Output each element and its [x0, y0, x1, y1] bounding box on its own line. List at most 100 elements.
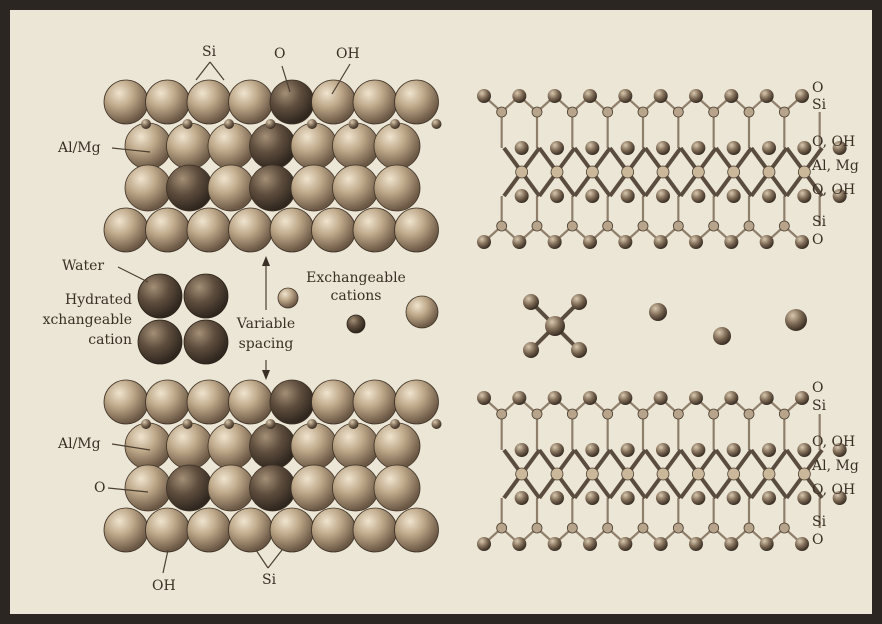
top-o-bot-6 [689, 235, 703, 249]
top-si-up-8 [779, 107, 789, 117]
bottom-si-dn-2 [567, 523, 577, 533]
bottom-oh-dn-2 [585, 491, 599, 505]
bottom-o-bot-2 [548, 537, 562, 551]
bottom-o-bot-1 [512, 537, 526, 551]
top-si-up-7 [744, 107, 754, 117]
top-small-atom-3 [266, 119, 276, 129]
bottom-small-atom-1 [183, 419, 193, 429]
top-o-top-0 [477, 89, 491, 103]
cation-right-3 [785, 309, 807, 331]
top-si-dn-5 [673, 221, 683, 231]
bottom-sphere-r2-5 [333, 465, 379, 511]
bottom-ball-stick-sheet [477, 391, 847, 551]
right-bottom-label-3: Al, Mg [811, 458, 859, 474]
bottom-oh-up-0 [515, 443, 529, 457]
top-al-3 [586, 166, 598, 178]
bottom-oh-dn-7 [762, 491, 776, 505]
bottom-sphere-r3-6 [353, 508, 397, 552]
hydrated-label-line1: Hydrated [65, 292, 132, 308]
top-sphere-r3-4 [270, 208, 314, 252]
bottom-small-atom-0 [141, 419, 151, 429]
bottom-o-bot-4 [618, 537, 632, 551]
bottom-sphere-r2-1 [167, 465, 213, 511]
top-o-top-7 [724, 89, 738, 103]
top-oh-up-3 [621, 141, 635, 155]
top-sphere-r2-1 [167, 165, 213, 211]
top-sphere-r0-1 [146, 80, 190, 124]
bottom-al-3 [586, 468, 598, 480]
top-o-bot-7 [724, 235, 738, 249]
bottom-small-atom-5 [349, 419, 359, 429]
top-si-dn-2 [567, 221, 577, 231]
top-sphere-r1-3 [250, 123, 296, 169]
top-o-top-3 [583, 89, 597, 103]
bottom-si-up-5 [673, 409, 683, 419]
diagram-paper: Si O OH Al/Mg Water Hydrated xchangeable… [10, 10, 872, 614]
top-oh-up-1 [550, 141, 564, 155]
bottom-oh-dn-1 [550, 491, 564, 505]
hydrated-cation-water-2 [138, 320, 182, 364]
top-si-dn-6 [709, 221, 719, 231]
top-sphere-r3-1 [146, 208, 190, 252]
top-sphere-r0-3 [229, 80, 273, 124]
bottom-oh-up-6 [727, 443, 741, 457]
top-o-bot-4 [618, 235, 632, 249]
top-oh-up-6 [727, 141, 741, 155]
bottom-al-1 [516, 468, 528, 480]
top-al-7 [728, 166, 740, 178]
top-oh-dn-3 [621, 189, 635, 203]
top-oh-dn-1 [550, 189, 564, 203]
bottom-sphere-r2-4 [291, 465, 337, 511]
top-si-dn-8 [779, 221, 789, 231]
top-small-atom-5 [349, 119, 359, 129]
bottom-sphere-r0-0 [104, 380, 148, 424]
top-si-up-6 [709, 107, 719, 117]
top-small-atom-2 [224, 119, 234, 129]
bottom-si-up-6 [709, 409, 719, 419]
water-label: Water [62, 258, 104, 274]
top-si-dn-1 [532, 221, 542, 231]
bottom-sphere-r1-5 [333, 423, 379, 469]
bottom-si-up-0 [497, 409, 507, 419]
right-top-label-4: O, OH [812, 182, 855, 198]
water-oxygen-0 [523, 294, 539, 310]
top-sphere-r3-6 [353, 208, 397, 252]
bottom-small-atom-2 [224, 419, 234, 429]
top-o-top-2 [548, 89, 562, 103]
top-o-bot-1 [512, 235, 526, 249]
bottom-oh-up-7 [762, 443, 776, 457]
bottom-oh-dn-8 [797, 491, 811, 505]
bottom-o-top-6 [689, 391, 703, 405]
bottom-al-2 [551, 468, 563, 480]
top-si-up-4 [638, 107, 648, 117]
bottom-al-6 [692, 468, 704, 480]
bottom-si-dn-6 [709, 523, 719, 533]
top-o-bot-9 [795, 235, 809, 249]
right-bottom-label-1: Si [812, 398, 827, 414]
cation-right-2 [713, 327, 731, 345]
bottom-sphere-r2-2 [208, 465, 254, 511]
cation-right-1 [649, 303, 667, 321]
hydrated-cation-water-1 [184, 274, 228, 318]
top-o-bot-0 [477, 235, 491, 249]
top-o-top-1 [512, 89, 526, 103]
top-oh-dn-4 [656, 189, 670, 203]
bottom-o-bot-6 [689, 537, 703, 551]
bottom-si-dn-1 [532, 523, 542, 533]
bottom-oh-up-5 [691, 443, 705, 457]
top-oh-dn-8 [797, 189, 811, 203]
right-top-label-6: O [812, 232, 823, 248]
water-oxygen-2 [523, 342, 539, 358]
bottom-al-8 [763, 468, 775, 480]
bottom-sphere-r0-5 [312, 380, 356, 424]
exchangeable-cations-line1: Exchangeable [306, 270, 406, 286]
bottom-o-bot-9 [795, 537, 809, 551]
top-o-bot-8 [760, 235, 774, 249]
bottom-sphere-r1-0 [125, 423, 171, 469]
bottom-sphere-r1-6 [374, 423, 420, 469]
bottom-sphere-r3-4 [270, 508, 314, 552]
right-top-label-0: O [812, 80, 823, 96]
bottom-al-7 [728, 468, 740, 480]
top-si-dn-4 [638, 221, 648, 231]
